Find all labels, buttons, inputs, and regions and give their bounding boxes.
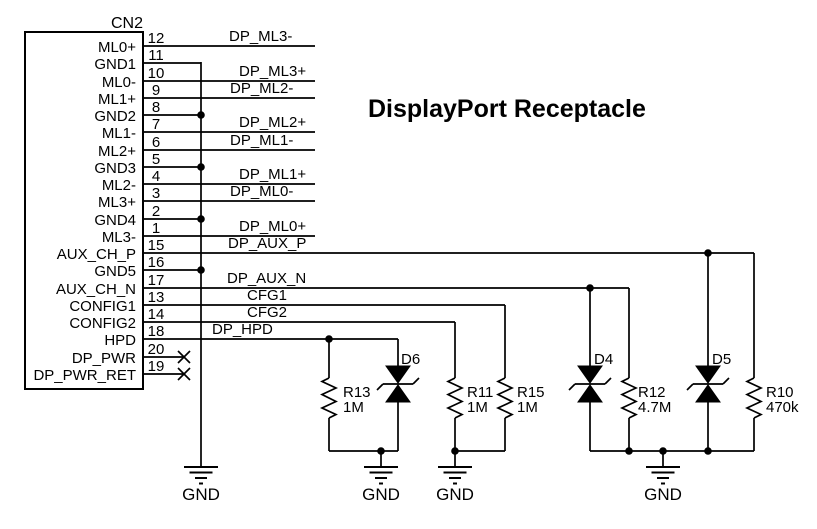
pin-name-gnd3: GND3 [94, 160, 136, 177]
pin-wires [143, 45, 754, 375]
label-r11-ref: R11 [467, 384, 493, 401]
pin-number-7: 7 [152, 116, 160, 133]
junction-dot [197, 111, 205, 119]
connector-body [24, 31, 144, 390]
pin-name-ml2-minus: ML2- [102, 177, 136, 194]
pin-name-ml3-minus: ML3- [102, 229, 136, 246]
label-r12-ref: R12 [638, 384, 666, 401]
junction-dot [197, 215, 205, 223]
pin-name-gnd5: GND5 [94, 263, 136, 280]
connector-ref: CN2 [111, 15, 143, 32]
junction-dot [197, 163, 205, 171]
junction-dot [625, 447, 633, 455]
pin-name-aux-ch-p: AUX_CH_P [57, 246, 136, 263]
label-r11-value: 1M [467, 399, 488, 416]
pin-number-10: 10 [148, 65, 165, 82]
pin-number-11: 11 [148, 47, 164, 64]
pin-number-19: 19 [148, 358, 165, 375]
pin-numbers: 12 11 10 9 8 7 6 5 4 3 2 1 15 16 17 13 1… [148, 30, 165, 375]
pin-name-ml2-plus: ML2+ [98, 143, 136, 160]
pin-name-ml3-plus: ML3+ [98, 194, 136, 211]
pin-number-17: 17 [148, 272, 165, 289]
net-label-dp-ml3-minus: DP_ML3- [229, 28, 292, 45]
label-d4-ref: D4 [594, 351, 613, 368]
net-label-dp-ml0-plus: DP_ML0+ [239, 218, 306, 235]
pin-name-aux-ch-n: AUX_CH_N [56, 281, 136, 298]
pin-number-2: 2 [152, 203, 160, 220]
junction-dot [586, 284, 594, 292]
junction-dot [197, 266, 205, 274]
pin-number-1: 1 [152, 220, 160, 237]
net-label-dp-ml2-plus: DP_ML2+ [239, 114, 306, 131]
pin-number-16: 16 [148, 254, 165, 271]
label-r13-value: 1M [343, 399, 364, 416]
pin-name-dp-pwr-ret: DP_PWR_RET [33, 367, 136, 384]
net-label-dp-ml1-minus: DP_ML1- [230, 132, 293, 149]
label-d5-ref: D5 [712, 351, 731, 368]
gnd-label: GND [362, 485, 400, 504]
gnd-bus [197, 62, 205, 467]
label-d6-ref: D6 [401, 351, 420, 368]
label-r12-value: 4.7M [638, 399, 671, 416]
pin-number-13: 13 [148, 289, 165, 306]
gnd-label: GND [182, 485, 220, 504]
label-r13-ref: R13 [343, 384, 371, 401]
net-label-dp-ml1-plus: DP_ML1+ [239, 166, 306, 183]
ground-rails [328, 402, 755, 467]
net-labels: DP_ML3- DP_ML3+ DP_ML2- DP_ML2+ DP_ML1- … [212, 28, 306, 338]
net-label-dp-hpd: DP_HPD [212, 321, 273, 338]
pin-number-8: 8 [152, 99, 160, 116]
net-label-cfg1: CFG1 [247, 287, 287, 304]
label-r10-ref: R10 [766, 384, 794, 401]
junction-dot [377, 447, 385, 455]
pin-name-hpd: HPD [104, 332, 136, 349]
junction-dot [325, 335, 333, 343]
net-label-dp-ml2-minus: DP_ML2- [230, 80, 293, 97]
pin-name-gnd4: GND4 [94, 212, 136, 229]
net-label-dp-ml3-plus: DP_ML3+ [239, 63, 306, 80]
pin-number-20: 20 [148, 341, 165, 358]
pin-name-config1: CONFIG1 [69, 298, 136, 315]
pin-number-9: 9 [152, 82, 160, 99]
junction-dot [659, 447, 667, 455]
pin-name-dp-pwr: DP_PWR [72, 350, 136, 367]
page-title: DisplayPort Receptacle [368, 95, 646, 123]
pin-number-14: 14 [148, 306, 165, 323]
net-label-cfg2: CFG2 [247, 304, 287, 321]
pin-name-ml1-minus: ML1- [102, 125, 136, 142]
pin-number-18: 18 [148, 323, 165, 340]
pin-name-ml0-plus: ML0+ [98, 39, 136, 56]
pin-number-12: 12 [148, 30, 165, 47]
junction-dot [704, 249, 712, 257]
net-label-dp-aux-n: DP_AUX_N [227, 270, 306, 287]
pin-name-gnd1: GND1 [94, 56, 136, 73]
pin-number-15: 15 [148, 237, 165, 254]
pin-name-config2: CONFIG2 [69, 315, 136, 332]
label-r10-value: 470k [766, 399, 799, 416]
net-label-dp-aux-p: DP_AUX_P [228, 235, 306, 252]
pin-name-ml0-minus: ML0- [102, 74, 136, 91]
label-r15-value: 1M [517, 399, 538, 416]
pin-names: ML0+ GND1 ML0- ML1+ GND2 ML1- ML2+ GND3 … [33, 39, 136, 384]
pin-name-gnd2: GND2 [94, 108, 136, 125]
pin-number-6: 6 [152, 134, 160, 151]
label-r15-ref: R15 [517, 384, 545, 401]
pin-number-4: 4 [152, 168, 160, 185]
gnd-label: GND [436, 485, 474, 504]
pin-name-ml1-plus: ML1+ [98, 91, 136, 108]
junction-dot [451, 447, 459, 455]
pin-number-3: 3 [152, 185, 160, 202]
pin-number-5: 5 [152, 151, 160, 168]
net-label-dp-ml0-minus: DP_ML0- [230, 183, 293, 200]
component-drops [325, 249, 755, 378]
gnd-label: GND [644, 485, 682, 504]
junction-dot [704, 447, 712, 455]
component-labels: R13 1M R11 1M R15 1M R12 4.7M R10 470k D… [343, 351, 799, 416]
